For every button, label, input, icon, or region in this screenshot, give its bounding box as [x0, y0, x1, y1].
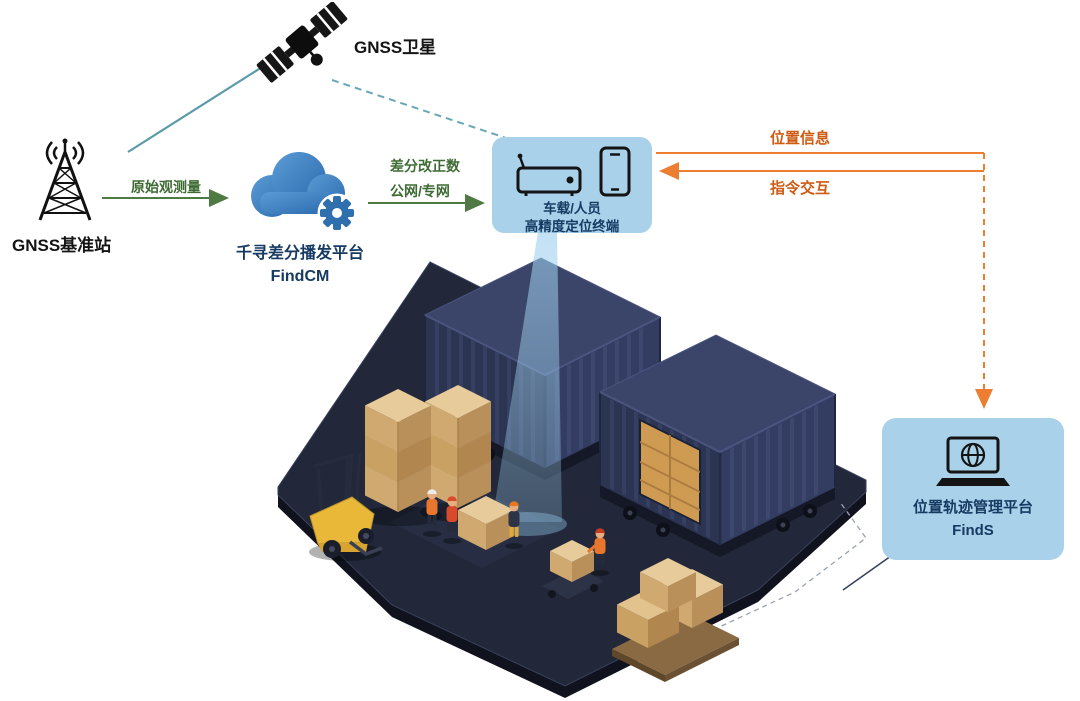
worker-figure	[587, 528, 609, 576]
laptop-globe-icon	[936, 436, 1010, 486]
base-station-label: GNSS基准站	[12, 236, 112, 255]
open-door-cargo	[639, 418, 701, 526]
satellite-icon	[250, 2, 354, 86]
worker-figure	[505, 501, 523, 549]
edge-label-raw-observation: 原始观测量	[131, 179, 201, 195]
worker-figure	[423, 489, 441, 537]
positioning-beam	[487, 232, 567, 536]
pallet-jack	[542, 540, 604, 599]
finds-node: 位置轨迹管理平台 FindS	[882, 418, 1064, 560]
pallet-with-cartons	[612, 558, 739, 682]
smartphone-icon	[599, 146, 631, 197]
trailer-base	[600, 485, 835, 557]
cloud-platform-name: 千寻差分播发平台	[235, 245, 364, 262]
trailer-base	[425, 408, 660, 480]
shipping-container-right	[598, 334, 837, 545]
satellite-to-terminal-link	[331, 79, 513, 141]
cloud-platform-product: FindCM	[270, 268, 330, 286]
edge-label-command-interaction: 指令交互	[769, 180, 830, 197]
shipping-container-left	[423, 257, 662, 468]
warehouse-platform	[277, 261, 867, 698]
carton-box	[458, 496, 514, 550]
forklift	[309, 452, 383, 561]
vehicle-terminal-icon	[516, 153, 582, 196]
edge-label-corrections: 差分改正数 公网/专网	[390, 158, 460, 200]
cloud-gear-icon	[236, 136, 364, 238]
pallet-stack	[358, 385, 504, 526]
finds-label: 位置轨迹管理平台 FindS	[912, 498, 1033, 539]
cloud-platform-label: 千寻差分播发平台 FindCM	[210, 242, 390, 288]
terminal-label: 车载/人员 高精度定位终端	[524, 201, 620, 235]
terminal-node: 车载/人员 高精度定位终端	[492, 137, 652, 235]
finds-callout-line	[842, 555, 892, 591]
satellite-label: GNSS卫星	[354, 38, 437, 57]
edge-label-position-info: 位置信息	[769, 130, 830, 147]
worker-figure	[443, 496, 461, 544]
gear-icon	[320, 196, 354, 230]
radio-tower-icon	[34, 136, 98, 230]
